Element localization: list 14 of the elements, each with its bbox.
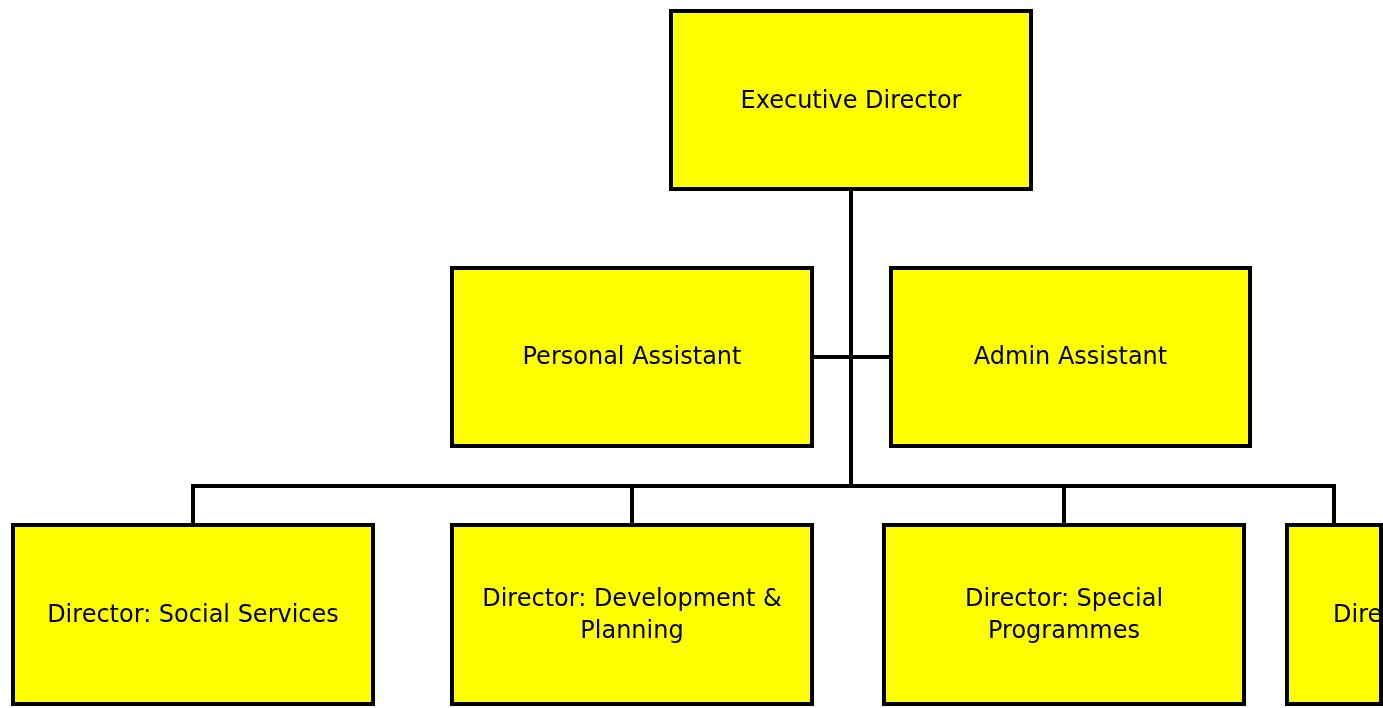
role-title: Director: Development & Planning [481,583,783,646]
role-title: Dire [1332,598,1383,630]
org-chart-box [11,523,375,706]
role-title: Personal Assistant [522,341,742,373]
role-title: Admin Assistant [973,341,1168,373]
org-chart-box [1285,523,1383,706]
org-chart-box [669,9,1033,191]
org-chart-box [450,523,814,706]
org-chart-box [450,266,814,448]
role-title: Director: Special Programmes [963,583,1165,646]
role-title: Director: Social Services [47,598,339,630]
org-chart-box [889,266,1252,448]
role-title: Executive Director [739,85,963,116]
org-chart-box [882,523,1246,706]
